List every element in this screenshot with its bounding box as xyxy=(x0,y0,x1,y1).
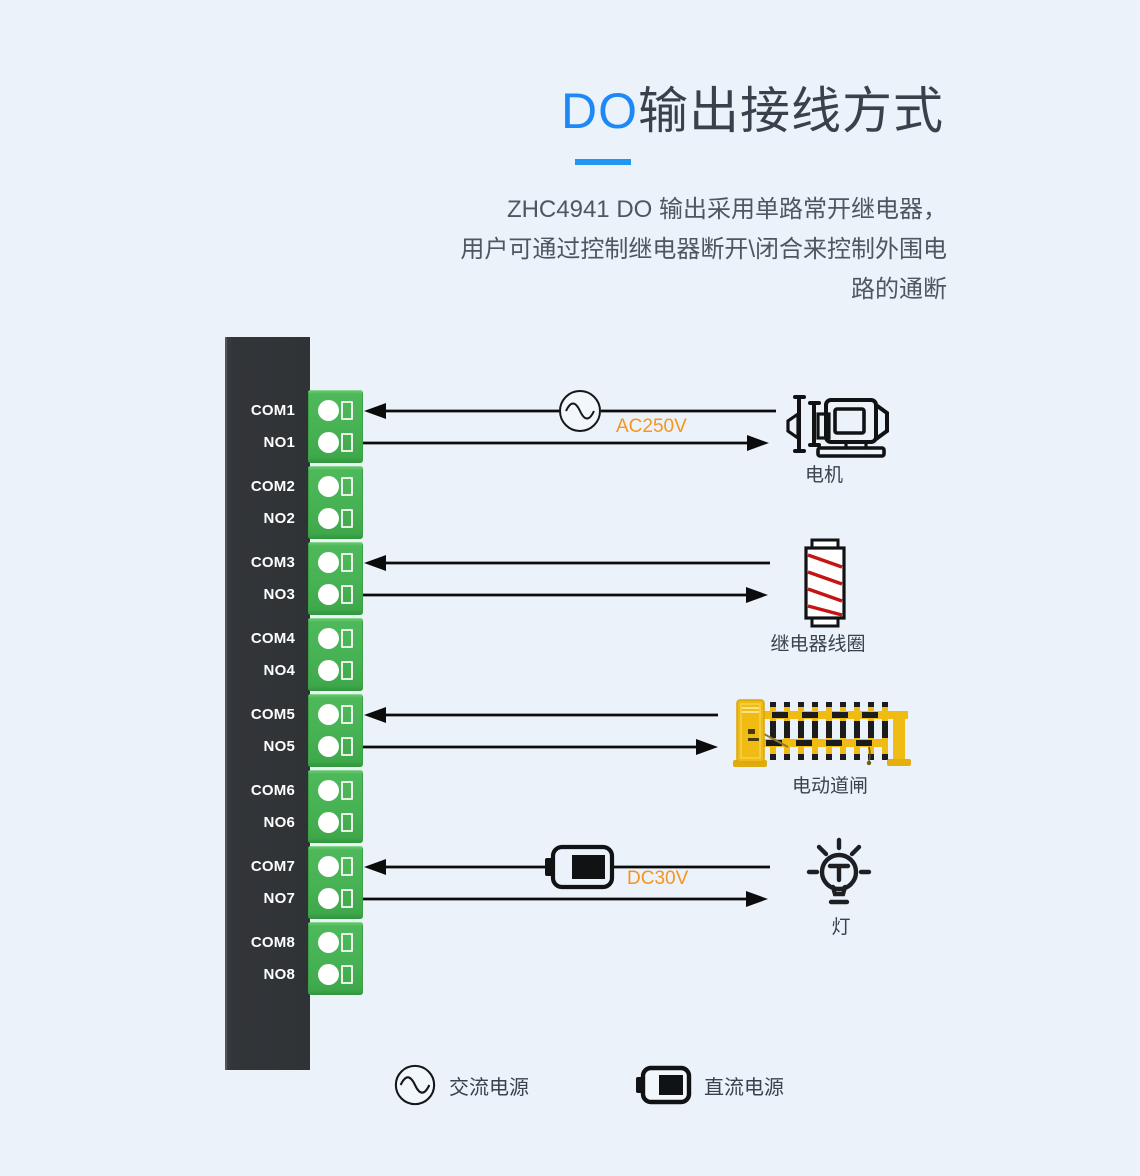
title-underline xyxy=(575,159,631,165)
barrier-cabinet xyxy=(733,699,767,767)
legend-item-ac: 交流电源 xyxy=(393,1062,529,1108)
voltage-label-ac250v: AC250V xyxy=(616,416,687,437)
wire-entry-slot xyxy=(341,965,353,984)
screw-terminal-hole xyxy=(318,736,339,757)
wire-entry-slot xyxy=(341,889,353,908)
terminal-block-6 xyxy=(308,770,363,843)
arrowhead-com1 xyxy=(364,403,386,419)
barrier-pickets xyxy=(770,702,888,760)
terminal-label-com1: COM1 xyxy=(250,402,295,419)
wire-entry-slot xyxy=(341,553,353,572)
device-label-lamp: 灯 xyxy=(831,917,851,938)
screw-terminal-hole xyxy=(318,660,339,681)
wire-entry-slot xyxy=(341,933,353,952)
screw-terminal-hole xyxy=(318,704,339,725)
terminal-label-no5: NO5 xyxy=(263,738,295,755)
screw-terminal-hole xyxy=(318,856,339,877)
wire-entry-slot xyxy=(341,401,353,420)
screw-terminal-hole xyxy=(318,780,339,801)
wiring-overlay xyxy=(363,390,911,907)
wire-entry-slot xyxy=(341,661,353,680)
terminal-block-3 xyxy=(308,542,363,615)
screw-terminal-hole xyxy=(318,400,339,421)
wire-entry-slot xyxy=(341,737,353,756)
terminal-label-no7: NO7 xyxy=(263,890,295,907)
legend-label-ac: 交流电源 xyxy=(449,1076,529,1099)
wire-entry-slot xyxy=(341,509,353,528)
wire-entry-slot xyxy=(341,857,353,876)
arrowhead-com5 xyxy=(364,707,386,723)
screw-terminal-hole xyxy=(318,888,339,909)
voltage-label-dc30v: DC30V xyxy=(627,868,689,889)
terminal-label-com8: COM8 xyxy=(250,934,295,951)
arrowhead-no5 xyxy=(696,739,718,755)
dc-battery-icon xyxy=(636,1065,692,1105)
terminal-block-2 xyxy=(308,466,363,539)
subtitle-line: ZHC4941 DO 输出采用单路常开继电器， xyxy=(506,196,947,223)
relay-coil-icon xyxy=(804,538,846,628)
subtitle-line: 路的通断 xyxy=(851,276,947,303)
terminal-label-no4: NO4 xyxy=(263,662,295,679)
motor-icon xyxy=(786,395,889,458)
terminal-block-1 xyxy=(308,390,363,463)
terminal-label-com5: COM5 xyxy=(250,706,295,723)
terminal-block-4 xyxy=(308,618,363,691)
terminal-block-8 xyxy=(308,922,363,995)
terminal-label-com3: COM3 xyxy=(250,554,295,571)
screw-terminal-hole xyxy=(318,584,339,605)
wire-entry-slot xyxy=(341,585,353,604)
wire-entry-slot xyxy=(341,433,353,452)
arrowhead-no7 xyxy=(746,891,768,907)
device-label-motor: 电机 xyxy=(804,465,844,486)
terminal-label-com6: COM6 xyxy=(250,782,295,799)
title-accent: DO xyxy=(561,83,638,139)
terminal-label-no6: NO6 xyxy=(263,814,295,831)
page-title: DO输出接线方式 xyxy=(561,84,944,138)
screw-terminal-hole xyxy=(318,432,339,453)
screw-terminal-hole xyxy=(318,964,339,985)
screw-terminal-hole xyxy=(318,932,339,953)
wire-entry-slot xyxy=(341,781,353,800)
legend-item-dc: 直流电源 xyxy=(635,1062,784,1108)
wire-entry-slot xyxy=(341,477,353,496)
screw-terminal-hole xyxy=(318,508,339,529)
screw-terminal-hole xyxy=(318,476,339,497)
dc-battery-icon xyxy=(545,844,615,890)
barrier-gate-icon xyxy=(733,699,911,767)
arrowhead-com3 xyxy=(364,555,386,571)
terminal-block-7 xyxy=(308,846,363,919)
device-body xyxy=(225,337,310,1070)
barrier-cord xyxy=(868,746,871,762)
wire-entry-slot xyxy=(341,705,353,724)
screw-terminal-hole xyxy=(318,812,339,833)
terminal-label-no2: NO2 xyxy=(263,510,295,527)
arrowhead-no3 xyxy=(746,587,768,603)
terminal-label-com2: COM2 xyxy=(250,478,295,495)
ac-source-icon xyxy=(394,1064,436,1106)
barrier-rail-bottom xyxy=(760,739,882,747)
device-label-relay-coil: 继电器线圈 xyxy=(770,634,866,655)
wire-entry-slot xyxy=(341,813,353,832)
terminal-label-no1: NO1 xyxy=(263,434,295,451)
terminal-label-com7: COM7 xyxy=(250,858,295,875)
screw-terminal-hole xyxy=(318,628,339,649)
arrowhead-com7 xyxy=(364,859,386,875)
subtitle: ZHC4941 DO 输出采用单路常开继电器， 用户可通过控制继电器断开\闭合来… xyxy=(387,190,947,310)
title-rest: 输出接线方式 xyxy=(638,83,944,139)
barrier-post xyxy=(893,711,905,761)
screw-terminal-hole xyxy=(318,552,339,573)
subtitle-line: 用户可通过控制继电器断开\闭合来控制外围电 xyxy=(460,236,947,263)
ac-source-icon xyxy=(559,390,601,432)
terminal-label-no3: NO3 xyxy=(263,586,295,603)
lamp-icon xyxy=(806,837,872,905)
wire-entry-slot xyxy=(341,629,353,648)
terminal-label-com4: COM4 xyxy=(250,630,295,647)
terminal-label-no8: NO8 xyxy=(263,966,295,983)
arrowhead-no1 xyxy=(747,435,769,451)
terminal-block-5 xyxy=(308,694,363,767)
legend-label-dc: 直流电源 xyxy=(704,1076,784,1099)
barrier-cable xyxy=(763,733,789,748)
device-label-barrier-gate: 电动道闸 xyxy=(791,776,869,797)
